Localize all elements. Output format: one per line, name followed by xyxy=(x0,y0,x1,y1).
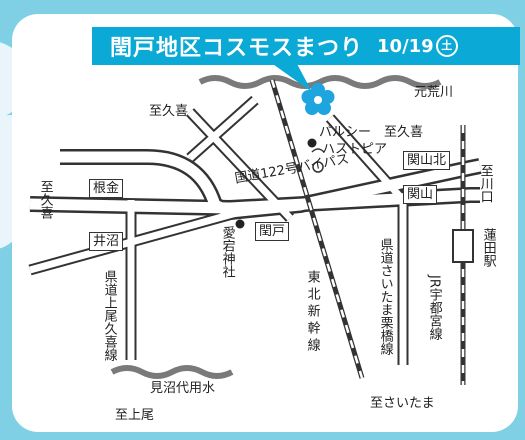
intersection-negane: 根金 xyxy=(89,179,124,198)
hasuda-station-label: 蓮田駅 xyxy=(480,228,496,267)
venue-label-line2: ハストピア xyxy=(322,142,388,157)
pref-road-left-label: 県道上尾久喜線 xyxy=(101,270,117,361)
hasuda-station-box xyxy=(452,229,474,263)
direction-saitama: 至さいたま xyxy=(370,396,435,411)
river-top xyxy=(198,75,442,89)
pref-road-right-label: 県道さいたま栗橋線 xyxy=(377,238,393,355)
intersection-sekiyama-kita: 関山北 xyxy=(403,151,451,170)
direction-kamio: 至上尾 xyxy=(115,408,155,423)
shinkansen-track xyxy=(269,79,365,379)
direction-kuki-left: 至久喜 xyxy=(37,180,53,219)
venue-label-line1: パルシー xyxy=(319,125,372,140)
title-banner: 閏戸地区コスモスまつり 10/19 土 xyxy=(92,27,520,65)
jr-track xyxy=(452,125,474,385)
direction-kuki-right: 至久喜 xyxy=(384,125,424,140)
direction-kawaguchi: 至川口 xyxy=(477,164,493,203)
roads-fill xyxy=(29,97,482,365)
event-date: 10/19 xyxy=(377,35,434,57)
atago-shrine-label: 愛宕神社 xyxy=(219,226,235,278)
intersection-inuma: 井沼 xyxy=(89,232,124,251)
venue-dot-icon xyxy=(307,138,317,148)
river-label-top: 元荒川 xyxy=(414,85,454,100)
direction-kuki-top: 至久喜 xyxy=(149,104,189,119)
shinkansen-label: 東北新幹線 xyxy=(304,270,320,355)
event-title: 閏戸地区コスモスまつり xyxy=(110,36,364,61)
river-bottom xyxy=(110,365,234,379)
intersection-uruido: 閏戸 xyxy=(255,222,290,241)
cosmos-flower-icon xyxy=(301,83,335,115)
weekday-badge: 土 xyxy=(435,35,458,57)
jr-line-label: JR宇都宮線 xyxy=(426,275,442,340)
banner-pointer xyxy=(270,62,312,92)
river-label-bottom: 見沼代用水 xyxy=(150,381,216,396)
shrine-dot-icon xyxy=(235,219,245,229)
intersection-sekiyama: 関山 xyxy=(403,185,438,204)
